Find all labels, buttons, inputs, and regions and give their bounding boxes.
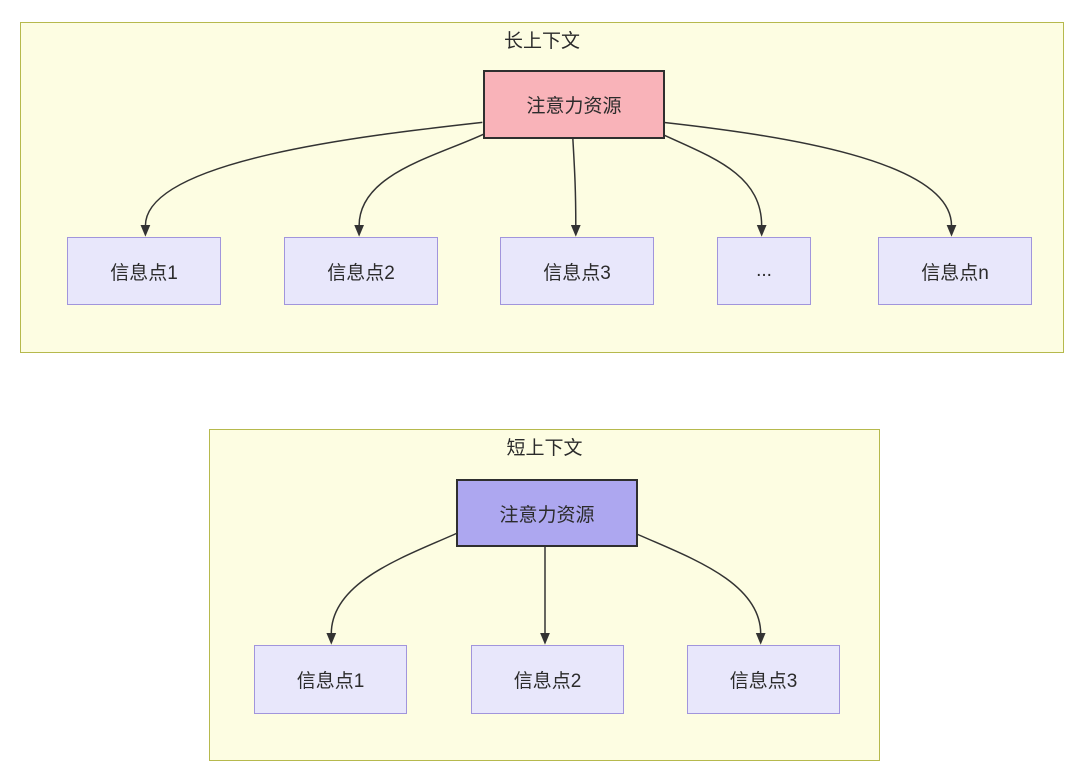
info-node-ellipsis: ... (717, 237, 811, 305)
arrow-attention-to-infon (663, 121, 957, 237)
info-node-3: 信息点3 (500, 237, 654, 305)
short-context-container: 短上下文 注意力资源 信息点1 信息点2 信息点3 (209, 429, 880, 761)
info-node-n: 信息点n (878, 237, 1032, 305)
arrow-attention-to-info1 (140, 121, 483, 237)
info-node-2: 信息点2 (284, 237, 438, 305)
info-node-1: 信息点1 (254, 645, 407, 714)
attention-resource-node: 注意力资源 (456, 479, 638, 547)
arrow-attention-to-info2 (354, 133, 484, 237)
long-context-container: 长上下文 注意力资源 信息点1 信息点2 信息点3 ... 信息点n (20, 22, 1064, 353)
arrow-attention-to-info3 (570, 138, 581, 237)
attention-resource-node: 注意力资源 (483, 70, 665, 139)
short-context-arrows-layer (326, 532, 766, 645)
long-context-title: 长上下文 (503, 31, 580, 52)
arrow-attention-to-ellipsis (661, 133, 767, 237)
info-node-3: 信息点3 (687, 645, 840, 714)
short-context-title: 短上下文 (506, 438, 583, 459)
arrow-attention-to-info1 (326, 532, 457, 645)
arrow-attention-to-info3 (635, 532, 766, 645)
info-node-1: 信息点1 (67, 237, 221, 305)
info-node-2: 信息点2 (471, 645, 624, 714)
long-context-arrows-layer (140, 121, 957, 237)
